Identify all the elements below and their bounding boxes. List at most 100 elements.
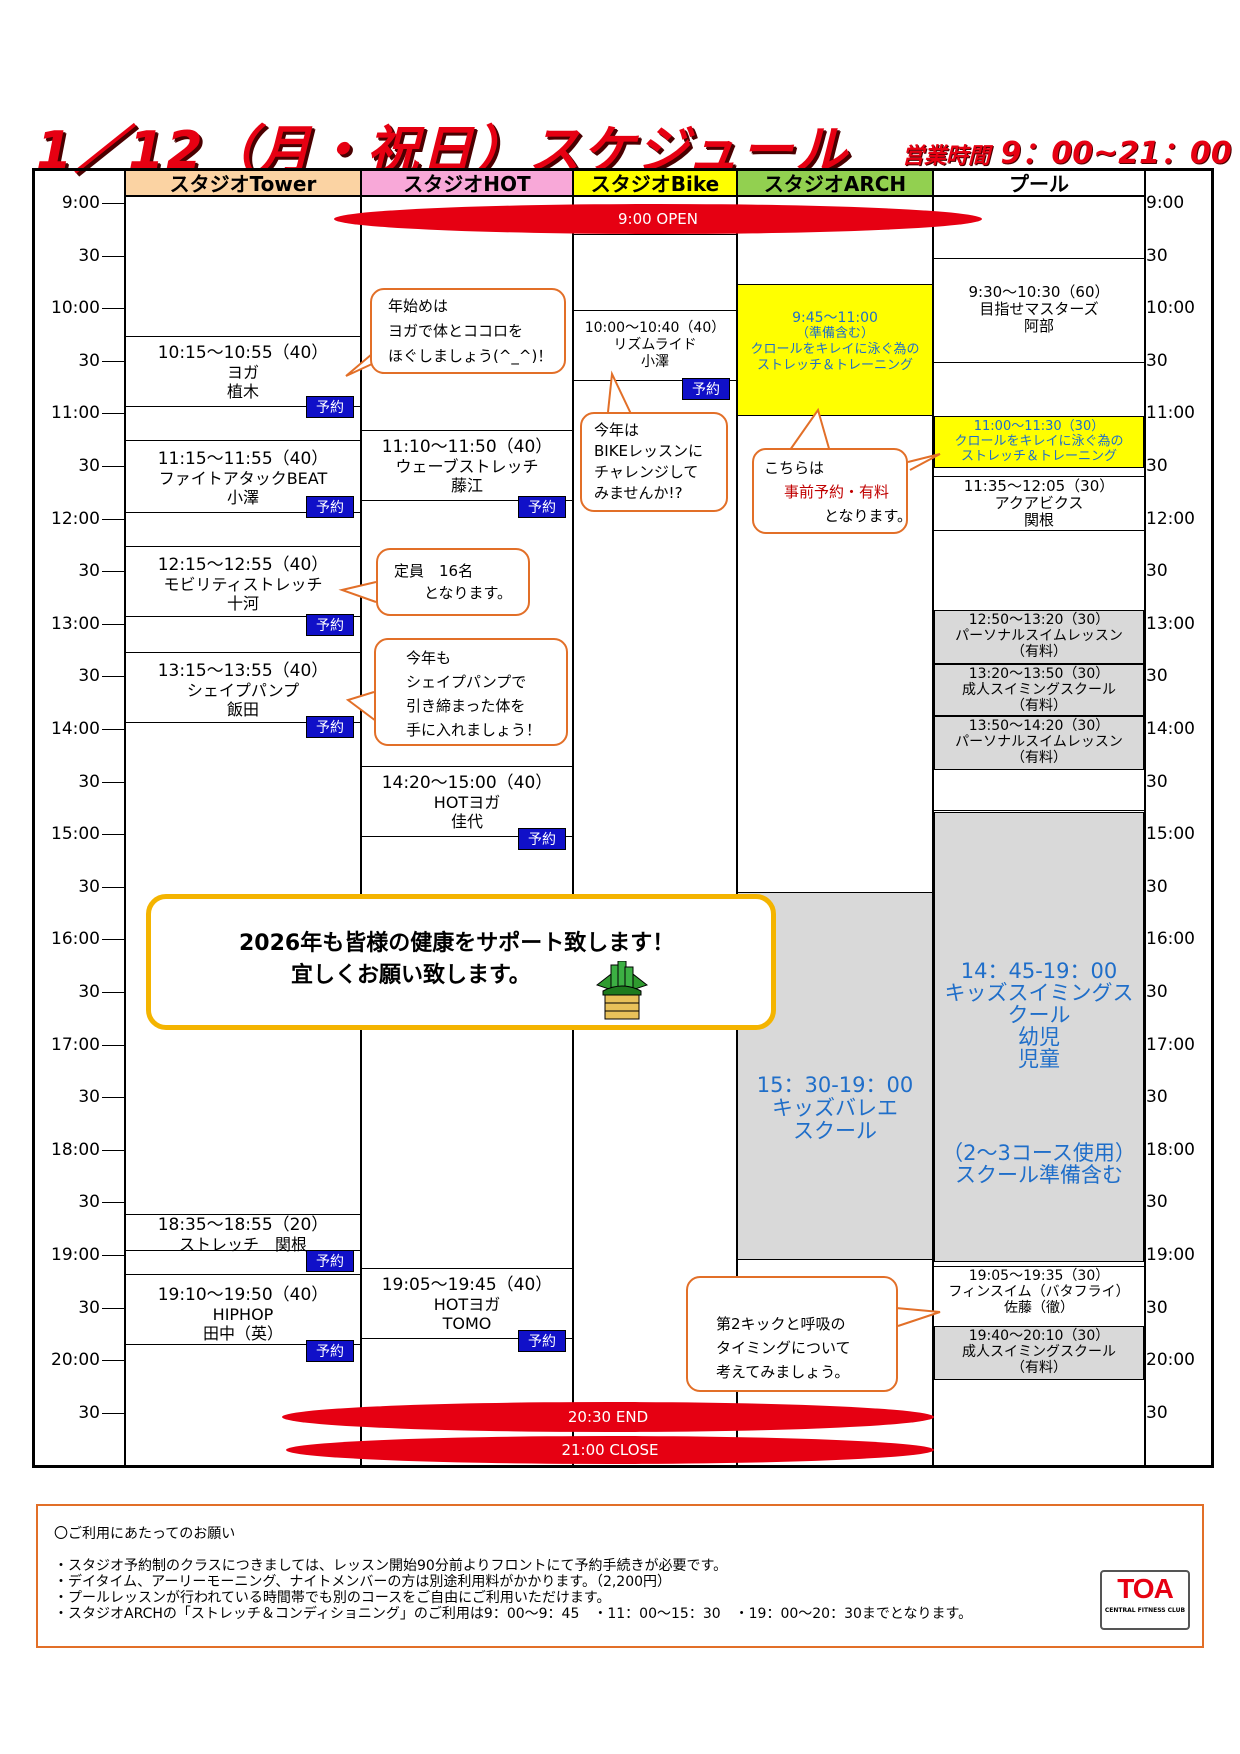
open-banner: 9:00 OPEN	[334, 204, 982, 234]
new-year-message: 2026年も皆様の健康をサポート致します！ 宜しくお願い致します。	[146, 894, 776, 1030]
time-tick	[102, 939, 124, 941]
notice-line: ・プールレッスンが行われている時間帯でも別のコースをご自由にご利用いただけます。	[54, 1590, 611, 1606]
class-tower-shape: 13:15～13:55（40） シェイプパンプ 飯田	[157, 661, 329, 720]
time-tick	[102, 1255, 124, 1256]
time-tick	[102, 834, 124, 836]
time-tick	[102, 571, 124, 573]
time-tick	[102, 1360, 124, 1362]
close-banner: 21:00 CLOSE	[286, 1436, 934, 1464]
time-tick	[102, 466, 124, 467]
time-label: 20:00	[51, 1350, 100, 1371]
time-tick	[102, 1044, 124, 1046]
time-label: 30	[78, 1087, 100, 1108]
column-header-arch: スタジオARCH	[738, 171, 934, 197]
time-tick	[102, 1149, 124, 1151]
time-label: 30	[78, 876, 100, 897]
time-tick	[102, 203, 124, 204]
time-label-right: 30	[1146, 1402, 1168, 1423]
pool-kids-block	[934, 812, 1144, 1262]
column-header-tower: スタジオTower	[126, 171, 362, 197]
time-label-right: 30	[1146, 666, 1168, 687]
time-label: 30	[78, 561, 100, 582]
time-label-right: 30	[1146, 1297, 1168, 1318]
reserve-button[interactable]: 予約	[306, 1340, 354, 1362]
time-tick	[102, 623, 124, 625]
time-label: 30	[78, 666, 100, 687]
time-tick	[102, 255, 124, 257]
business-hours: 営業時間 9：00~21：00	[902, 128, 1232, 172]
time-tick	[102, 308, 124, 310]
time-tick	[102, 992, 124, 993]
time-label-right: 15:00	[1146, 824, 1195, 845]
pool-block	[934, 1326, 1144, 1380]
reserve-button[interactable]: 予約	[306, 716, 354, 738]
reserve-button[interactable]: 予約	[518, 496, 566, 518]
class-hot-yoga-1: 14:20～15:00（40） HOTヨガ 佳代	[381, 773, 553, 832]
reserve-button[interactable]: 予約	[306, 396, 354, 418]
bubble-yoga: 年始めは ヨガで体とココロを ほぐしましょう(^_^)！	[370, 288, 566, 374]
reserve-button[interactable]: 予約	[518, 1330, 566, 1352]
divider	[360, 168, 362, 1468]
pool-class-aquabics: 11:35～12:05（30） アクアビクス 関根	[963, 477, 1115, 529]
time-label: 16:00	[51, 929, 100, 950]
reserve-button[interactable]: 予約	[682, 378, 730, 400]
reserve-button[interactable]: 予約	[518, 828, 566, 850]
notice-line: ・デイタイム、アーリーモーニング、ナイトメンバーの方は別途利用料がかかります。（…	[54, 1574, 672, 1590]
pool-class-crawl: 11:00～11:30（30） クロールをキレイに泳ぐ為の ストレッチ＆トレーニ…	[954, 419, 1124, 464]
time-label-right: 13:00	[1146, 613, 1195, 634]
message-line-2: 宜しくお願い致します。	[291, 963, 531, 988]
column-header-hot: スタジオHOT	[362, 171, 574, 197]
class-bike-rhythm: 10:00～10:40（40） リズムライド 小澤	[584, 320, 726, 370]
time-tick	[102, 413, 124, 415]
end-banner: 20:30 END	[282, 1402, 934, 1432]
class-tower-mobility: 12:15～12:55（40） モビリティストレッチ 十河	[157, 555, 329, 614]
time-label: 30	[78, 1297, 100, 1318]
notice-heading: 〇ご利用にあたってのお願い	[54, 1526, 236, 1542]
logo-main-text: TOA	[1117, 1573, 1174, 1604]
time-label-right: 10:00	[1146, 298, 1195, 319]
time-label-right: 30	[1146, 771, 1168, 792]
time-label-right: 19:00	[1146, 1245, 1195, 1265]
time-label-right: 30	[1146, 561, 1168, 582]
time-label-right: 30	[1146, 245, 1168, 266]
time-label: 10:00	[51, 298, 100, 319]
pool-class-masters: 9:30～10:30（60） 目指せマスターズ 阿部	[968, 283, 1110, 335]
pool-crawl-block	[934, 416, 1144, 468]
time-label: 18:00	[51, 1139, 100, 1160]
time-label-right: 12:00	[1146, 508, 1195, 529]
pool-class-personal-1: 12:50～13:20（30） パーソナルスイムレッスン （有料）	[955, 612, 1123, 660]
reserve-button[interactable]: 予約	[306, 496, 354, 518]
time-label: 30	[78, 1402, 100, 1423]
time-label-right: 17:00	[1146, 1034, 1195, 1055]
arch-morning-text: 9:45～11:00 （準備含む） クロールをキレイに泳ぐ為の ストレッチ＆トレ…	[750, 310, 920, 373]
time-tick	[102, 729, 124, 730]
time-tick	[102, 1202, 124, 1204]
time-label: 12:00	[51, 508, 100, 529]
schedule-grid	[32, 168, 1214, 1468]
reserve-button[interactable]: 予約	[306, 614, 354, 636]
divider	[932, 168, 934, 1468]
time-label: 11:00	[51, 403, 100, 424]
time-label-right: 18:00	[1146, 1139, 1195, 1160]
arch-morning-block	[737, 284, 933, 416]
time-tick	[102, 518, 124, 520]
class-tower-fight: 11:15～11:55（40） ファイトアタックBEAT 小澤	[157, 449, 329, 508]
time-label: 19:00	[51, 1245, 100, 1265]
logo-sub-text: CENTRAL FITNESS CLUB	[1104, 1607, 1186, 1614]
time-label-right: 30	[1146, 1087, 1168, 1108]
divider	[1144, 168, 1146, 1468]
divider	[736, 168, 738, 1468]
time-label-right: 30	[1146, 982, 1168, 1002]
time-label: 15:00	[51, 824, 100, 845]
time-label-right: 30	[1146, 456, 1168, 476]
pool-block	[934, 716, 1144, 770]
time-label: 9:00	[61, 193, 100, 213]
bubble-bike: 今年は BIKEレッスンに チャレンジして みませんか!?	[580, 412, 728, 512]
time-tick	[102, 360, 124, 362]
pool-class-adult-school-2: 19:40～20:10（30） 成人スイミングスクール （有料）	[962, 1328, 1116, 1376]
class-tower-stretch: 18:35～18:55（20） ストレッチ 関根	[157, 1215, 329, 1255]
class-tower-yoga: 10:15～10:55（40） ヨガ 植木	[157, 343, 329, 402]
usage-notice: 〇ご利用にあたってのお願い ・スタジオ予約制のクラスにつきましては、レッスン開始…	[36, 1504, 1204, 1648]
reserve-button[interactable]: 予約	[306, 1250, 354, 1272]
